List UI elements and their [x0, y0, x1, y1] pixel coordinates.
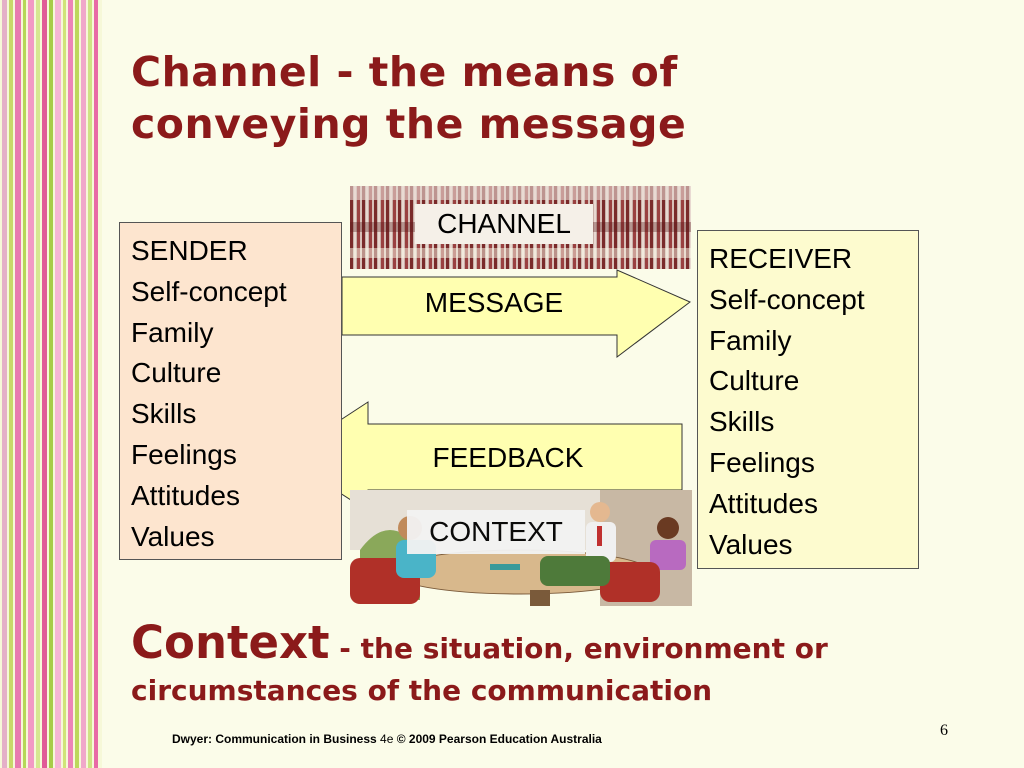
footer-edition: 4e	[376, 732, 397, 746]
context-definition-part2: circumstances of the communication	[131, 674, 713, 707]
context-definition-part1: - the situation, environment or	[329, 632, 828, 665]
slide-title: Channel - the means of conveying the mes…	[131, 46, 991, 150]
page-number: 6	[940, 722, 948, 739]
message-arrow	[341, 269, 691, 359]
receiver-item: Attitudes	[709, 487, 818, 519]
context-definition: Context - the situation, environment or …	[131, 620, 991, 712]
receiver-item: Culture	[709, 365, 800, 397]
sender-heading: SENDER	[131, 235, 248, 266]
receiver-item: Family	[709, 324, 792, 356]
receiver-item: Values	[709, 528, 793, 560]
feedback-label: FEEDBACK	[432, 442, 584, 473]
sender-box: SENDER Self-concept Family Culture Skill…	[119, 222, 342, 560]
context-term: Context	[131, 616, 330, 669]
sender-item: Attitudes	[131, 479, 240, 511]
sender-item: Self-concept	[131, 275, 287, 307]
footer-copyright: © 2009 Pearson Education Australia	[396, 732, 602, 746]
title-line-1: Channel - the means of	[131, 48, 678, 96]
channel-label: CHANNEL	[415, 204, 593, 244]
context-label: CONTEXT	[407, 510, 585, 554]
sender-item: Values	[131, 520, 215, 552]
decorative-stripes	[0, 0, 102, 768]
sender-item: Feelings	[131, 438, 237, 470]
receiver-item: Feelings	[709, 446, 815, 478]
receiver-item: Self-concept	[709, 283, 865, 315]
footer-book: Dwyer: Communication in Business	[172, 732, 377, 746]
sender-item: Skills	[131, 398, 197, 430]
title-line-2: conveying the message	[131, 100, 687, 148]
receiver-heading: RECEIVER	[709, 243, 853, 274]
sender-item: Family	[131, 316, 214, 348]
slide-footer: Dwyer: Communication in Business 4e © 20…	[172, 732, 602, 746]
receiver-item: Skills	[709, 406, 775, 438]
receiver-box: RECEIVER Self-concept Family Culture Ski…	[697, 230, 919, 569]
message-label: MESSAGE	[424, 287, 564, 318]
sender-item: Culture	[131, 357, 222, 389]
